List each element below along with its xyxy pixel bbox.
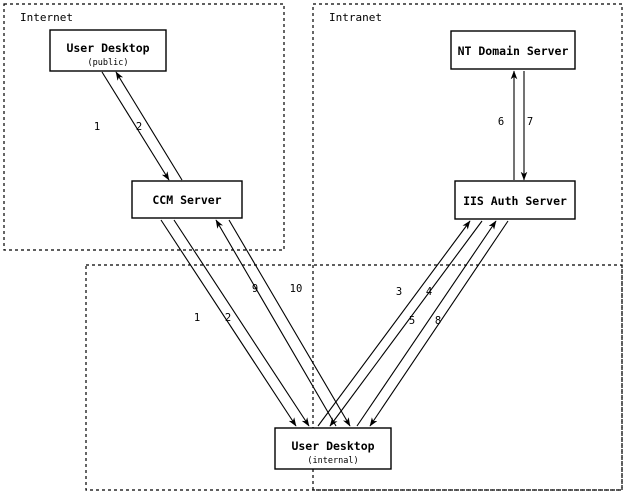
edge-label-1b: 1 (194, 312, 200, 324)
edge-label-2: 2 (136, 121, 142, 133)
flow-line-3 (317, 220, 471, 427)
edge-label-1: 1 (94, 121, 100, 133)
edge-label-10: 10 (290, 283, 303, 295)
node-nt-domain-server[interactable]: NT Domain Server (450, 30, 576, 70)
edge-label-6: 6 (498, 116, 504, 128)
zone-label-internet: Internet (20, 11, 73, 24)
node-user-desktop-internal[interactable]: User Desktop (internal) (274, 427, 392, 470)
node-iis-auth-server[interactable]: IIS Auth Server (454, 180, 576, 220)
node-ccm-server[interactable]: CCM Server (131, 180, 243, 219)
node-title-ccm-server: CCM Server (152, 193, 221, 207)
edge-label-9: 9 (252, 283, 258, 295)
flow-line-1 (101, 71, 170, 181)
node-box-ccm-server[interactable] (131, 180, 243, 219)
node-title-user-desktop-internal: User Desktop (291, 439, 374, 453)
edge-label-2b: 2 (225, 312, 231, 324)
flow-group-internal-ccm-right (215, 219, 351, 427)
edge-label-8: 8 (435, 315, 441, 327)
node-subtitle-user-desktop-internal: (internal) (307, 456, 358, 466)
flow-line-2b (173, 219, 310, 427)
node-title-nt-domain-server: NT Domain Server (458, 44, 569, 58)
node-title-user-desktop-public: User Desktop (66, 41, 149, 55)
node-box-iis-auth-server[interactable] (454, 180, 576, 220)
flow-group-internal-iis-outer (356, 220, 509, 427)
flow-group-internal-ccm-left (160, 219, 310, 427)
flow-line-8 (369, 220, 509, 427)
flow-line-10 (228, 219, 351, 427)
edge-labels: 1 2 3 4 5 6 7 8 9 10 1 2 (94, 116, 533, 327)
flow-group-iis-nt (510, 70, 528, 181)
zone-boundaries (3, 3, 623, 491)
edge-label-3: 3 (396, 286, 402, 298)
node-box-nt-domain-server[interactable] (450, 30, 576, 70)
edge-label-5: 5 (409, 315, 415, 327)
zone-label-intranet: Intranet (329, 11, 382, 24)
zone-internal-box (85, 264, 623, 491)
flow-line-4 (329, 220, 483, 427)
node-box-user-desktop-public[interactable] (49, 29, 167, 72)
zone-internet-box (3, 3, 285, 251)
node-box-user-desktop-internal[interactable] (274, 427, 392, 470)
flow-group-public-ccm (101, 71, 183, 181)
node-user-desktop-public[interactable]: User Desktop (public) (49, 29, 167, 72)
flow-line-2 (115, 71, 183, 181)
edge-label-7: 7 (527, 116, 533, 128)
flow-line-9 (215, 219, 337, 427)
flow-line-5 (356, 220, 497, 427)
node-title-iis-auth-server: IIS Auth Server (463, 194, 567, 208)
node-subtitle-user-desktop-public: (public) (88, 58, 129, 68)
flow-line-1b (160, 219, 297, 427)
edge-label-4: 4 (426, 286, 432, 298)
flow-group-internal-iis-inner (317, 220, 483, 427)
zone-intranet-box (312, 3, 623, 491)
